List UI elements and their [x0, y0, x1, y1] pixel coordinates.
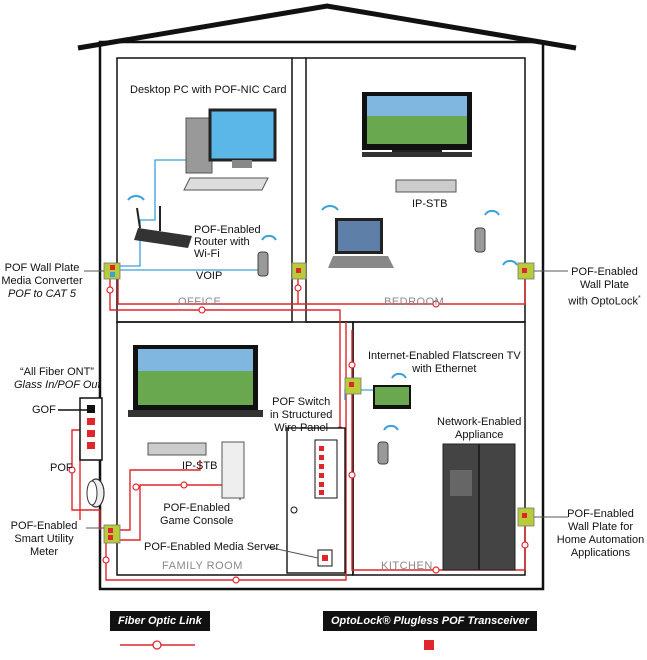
automation-wallplate-label: POF-Enabled Wall Plate for Home Automati… — [556, 508, 645, 559]
flatscreen-label: Internet-Enabled Flatscreen TV with Ethe… — [368, 350, 521, 375]
media-server-label: POF-Enabled Media Server — [144, 541, 280, 553]
wall-plates — [103, 262, 535, 544]
office-room-label: OFFICE — [178, 296, 222, 308]
wallplate-media-converter-label: POF Wall Plate Media Converter POF to CA… — [1, 262, 83, 300]
desktop-pc-icon — [183, 108, 277, 191]
ont-box — [58, 397, 103, 461]
smart-meter-label: POF-Enabled Smart Utility Meter — [10, 520, 78, 558]
ipstb-bedroom-label: IP-STB — [412, 198, 448, 210]
gof-label: GOF — [32, 404, 56, 416]
house-walls — [98, 40, 545, 591]
ipstb-family-label: IP-STB — [182, 460, 218, 472]
legend-transceiver: OptoLock® Plugless POF Transceiver — [323, 611, 538, 631]
pof-switch-label: POF Switch in Structured Wire Panel — [270, 396, 333, 434]
bedroom-phone-icon — [474, 209, 518, 266]
wallplate-optolock-label: POF-Enabled Wall Plate with OptoLock* — [568, 266, 641, 308]
game-console-icon — [221, 441, 245, 499]
game-console-label: POF-Enabled Game Console — [160, 502, 234, 527]
legend-fiber-link: Fiber Optic Link — [110, 611, 210, 631]
kitchen-phone-icon — [377, 424, 399, 465]
legend-transceiver-symbol — [424, 640, 434, 650]
bedroom-tv-icon — [362, 92, 472, 157]
pof-label: POF — [50, 462, 73, 474]
voip-phone-icon — [257, 234, 277, 277]
ipstb-family-icon — [147, 442, 207, 456]
refrigerator-icon — [442, 443, 516, 571]
legend-fiber-symbol — [120, 640, 195, 650]
bedroom-room-label: BEDROOM — [384, 296, 445, 308]
flatscreen-tv-icon — [373, 372, 411, 409]
roof — [77, 3, 577, 51]
desktop-pc-label: Desktop PC with POF-NIC Card — [130, 84, 287, 96]
router-icon — [127, 195, 192, 248]
kitchen-room-label: KITCHEN — [381, 560, 433, 572]
router-label: POF-Enabled Router with Wi-Fi — [194, 224, 261, 260]
family-room-label: FAMILY ROOM — [162, 560, 243, 572]
ont-label: “All Fiber ONT” Glass In/POF Out — [14, 366, 101, 391]
kitchen-room — [352, 321, 526, 576]
utility-meter-icon — [86, 478, 105, 508]
callout-lines — [84, 270, 568, 559]
appliance-label: Network-Enabled Appliance — [437, 416, 522, 441]
family-tv-icon — [128, 345, 263, 417]
laptop-icon — [321, 205, 394, 268]
pof-switch-panel — [286, 427, 346, 574]
voip-label: VOIP — [196, 270, 223, 282]
ipstb-bedroom-icon — [395, 179, 457, 193]
